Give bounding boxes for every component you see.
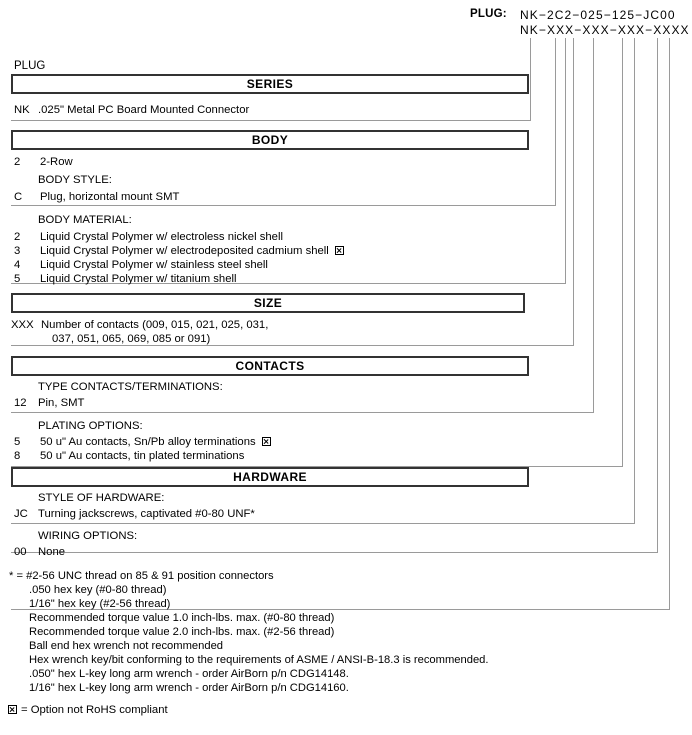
rohs-noncompliant-icon <box>261 437 271 446</box>
option-desc: None <box>38 546 66 558</box>
option-code: 5 <box>14 273 21 285</box>
plug-caption: PLUG <box>14 60 46 72</box>
option-code: 8 <box>14 450 21 462</box>
footnote-line: 1/16" hex L-key long arm wrench - order … <box>29 682 349 694</box>
footnote-line: Recommended torque value 2.0 inch-lbs. m… <box>29 626 335 638</box>
mask-part-number: NK−XXX−XXX−XXX−XXXX <box>520 23 690 37</box>
option-desc: Liquid Crystal Polymer w/ electrodeposit… <box>40 245 344 257</box>
option-desc: 037, 051, 065, 069, 085 or 091) <box>52 333 211 345</box>
option-code: 00 <box>14 546 27 558</box>
footnote-line: .050" hex L-key long arm wrench - order … <box>29 668 349 680</box>
option-desc: Liquid Crystal Polymer w/ titanium shell <box>40 273 237 285</box>
option-desc: Number of contacts (009, 015, 021, 025, … <box>41 319 269 331</box>
option-code: XXX <box>11 319 34 331</box>
option-desc: Plug, horizontal mount SMT <box>40 191 180 203</box>
rohs-noncompliant-icon <box>334 246 344 255</box>
section-title-series: SERIES <box>11 74 529 94</box>
option-desc: .025" Metal PC Board Mounted Connector <box>38 104 250 116</box>
rohs-noncompliant-icon <box>8 705 17 714</box>
option-code: 12 <box>14 397 27 409</box>
option-code: C <box>14 191 23 203</box>
option-code: 3 <box>14 245 21 257</box>
option-desc: 50 u" Au contacts, Sn/Pb alloy terminati… <box>40 436 271 448</box>
section-title-size: SIZE <box>11 293 525 313</box>
option-code: 4 <box>14 259 21 271</box>
option-code: 5 <box>14 436 21 448</box>
option-desc: 50 u" Au contacts, tin plated terminatio… <box>40 450 245 462</box>
part-number-header: PLUG: NK−2C2−025−125−JC00 NK−XXX−XXX−XXX… <box>0 8 692 40</box>
example-part-number: NK−2C2−025−125−JC00 <box>520 8 676 22</box>
option-code: 2 <box>14 231 21 243</box>
option-desc: 2-Row <box>40 156 73 168</box>
option-code: NK <box>14 104 30 116</box>
footnote-line: .050 hex key (#0-80 thread) <box>29 584 167 596</box>
option-code: JC <box>14 508 28 520</box>
subsection-heading-hardware-style: STYLE OF HARDWARE: <box>38 492 165 504</box>
footnote-line: Recommended torque value 1.0 inch-lbs. m… <box>29 612 335 624</box>
subsection-heading-body-material: BODY MATERIAL: <box>38 214 132 226</box>
section-title-contacts: CONTACTS <box>11 356 529 376</box>
rohs-legend-text: = Option not RoHS compliant <box>21 704 168 716</box>
section-title-hardware: HARDWARE <box>11 467 529 487</box>
subsection-heading-body-style: BODY STYLE: <box>38 174 112 186</box>
footnote-line: Ball end hex wrench not recommended <box>29 640 224 652</box>
option-desc: Turning jackscrews, captivated #0-80 UNF… <box>38 508 255 520</box>
option-desc: Liquid Crystal Polymer w/ electroless ni… <box>40 231 283 243</box>
section-title-body: BODY <box>11 130 529 150</box>
part-number-label: PLUG: <box>470 8 507 20</box>
option-desc: Pin, SMT <box>38 397 85 409</box>
footnote-line: Hex wrench key/bit conforming to the req… <box>29 654 489 666</box>
subsection-heading-contact-type: TYPE CONTACTS/TERMINATIONS: <box>38 381 223 393</box>
option-code: 2 <box>14 156 21 168</box>
subsection-heading-plating: PLATING OPTIONS: <box>38 420 143 432</box>
footnote-line: * = #2-56 UNC thread on 85 & 91 position… <box>9 570 274 582</box>
subsection-heading-wiring: WIRING OPTIONS: <box>38 530 138 542</box>
option-desc: Liquid Crystal Polymer w/ stainless stee… <box>40 259 268 271</box>
rohs-legend: = Option not RoHS compliant <box>8 704 168 716</box>
footnote-line: 1/16" hex key (#2-56 thread) <box>29 598 171 610</box>
